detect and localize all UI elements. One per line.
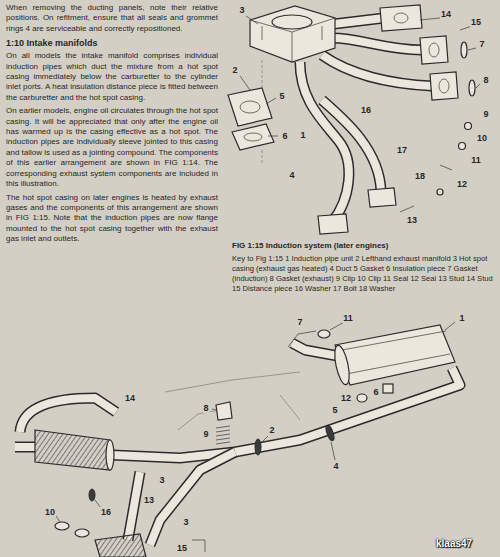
callout-number: 18	[414, 171, 426, 181]
callout-number: 13	[406, 215, 418, 225]
leader-lines	[240, 16, 480, 136]
body-text: When removing the ducting panels, note t…	[6, 3, 218, 34]
figure-key: Key to Fig 1:15 1 Induction pipe unit 2 …	[232, 254, 494, 294]
section-heading: 1:10 Intake manifolds	[6, 37, 218, 49]
callout-number: 14	[124, 393, 136, 403]
silencer	[332, 325, 455, 386]
callout-number: 10	[44, 507, 56, 517]
clamps-brackets	[55, 330, 393, 552]
callout-number: 15	[470, 17, 482, 27]
callout-number: 6	[372, 387, 379, 397]
engine-outline	[165, 372, 300, 430]
pipe-flanges	[318, 5, 458, 234]
callout-number: 3	[182, 517, 189, 527]
callout-number: 3	[238, 5, 245, 15]
callout-number: 13	[143, 495, 155, 505]
body-text: The hot spot casing on later engines is …	[6, 193, 218, 245]
callout-number: 16	[100, 507, 112, 517]
callout-number: 8	[202, 403, 209, 413]
callout-number: 4	[332, 461, 339, 471]
heat-exchanger	[35, 430, 146, 557]
text-column: When removing the ducting panels, note t…	[6, 3, 218, 248]
leader-lines	[56, 322, 455, 522]
callout-number: 16	[360, 105, 372, 115]
callout-number: 12	[340, 393, 352, 403]
body-text: On earlier models, engine oil circulates…	[6, 106, 218, 189]
callout-number: 11	[470, 155, 482, 165]
caption-column: FIG 1:15 Induction system (later engines…	[232, 240, 494, 294]
watermark: klaas47	[436, 538, 472, 549]
callout-number: 3	[158, 475, 165, 485]
callout-number: 7	[478, 39, 485, 49]
hot-spot-casing	[250, 6, 335, 62]
callout-number: 8	[482, 75, 489, 85]
callout-number: 5	[331, 405, 338, 415]
callout-number: 11	[342, 313, 354, 323]
callout-number: 14	[440, 9, 452, 19]
callout-number: 9	[202, 429, 209, 439]
callout-number: 12	[456, 179, 468, 189]
callout-number: 10	[476, 133, 488, 143]
callout-number: 6	[281, 131, 288, 141]
callout-number: 2	[231, 65, 238, 75]
callout-number: 17	[396, 145, 408, 155]
gaskets-and-insulation	[228, 42, 475, 165]
callout-number: 9	[482, 109, 489, 119]
callout-number: 1	[299, 130, 306, 140]
callout-number: 2	[268, 425, 275, 435]
callout-number: 4	[288, 170, 295, 180]
body-text: On all models the intake manifold compri…	[6, 51, 218, 103]
callout-number: 7	[296, 317, 303, 327]
callout-number: 15	[176, 543, 188, 553]
figure-caption: FIG 1:15 Induction system (later engines…	[232, 240, 494, 251]
callout-number: 1	[458, 313, 465, 323]
studs-bolts-washers	[400, 25, 475, 212]
callout-number: 5	[278, 91, 285, 101]
